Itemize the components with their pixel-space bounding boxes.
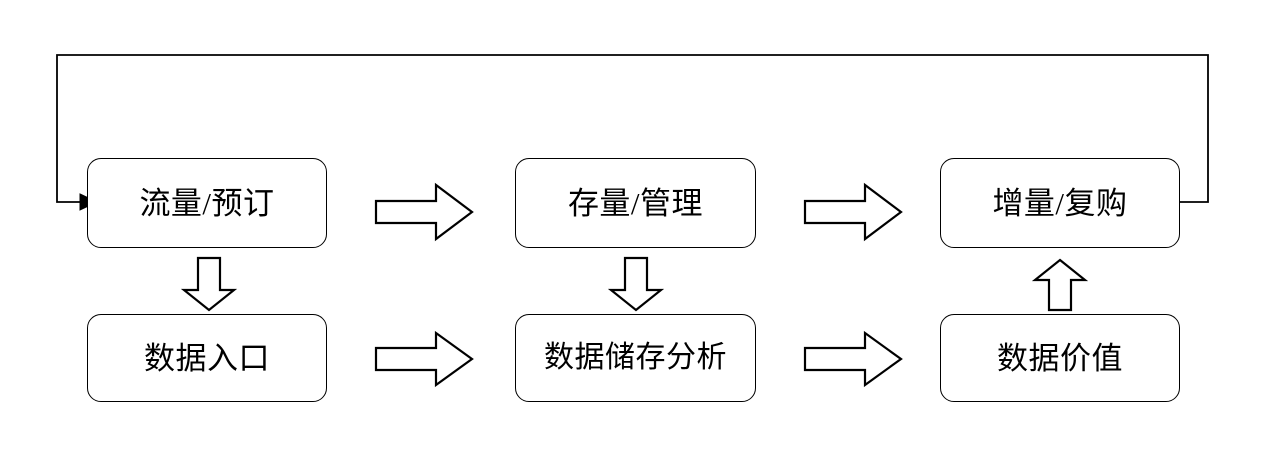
right-arrow-icon-entry-to-storage: [374, 330, 474, 388]
right-arrow-icon-stock-to-increment: [803, 182, 903, 242]
up-arrow-icon-value-to-increment: [1031, 258, 1089, 312]
node-label-data-value: 数据价值: [997, 340, 1123, 376]
node-label-data-storage-analysis: 数据储存分析: [544, 341, 727, 374]
node-stock-management[interactable]: 存量/管理: [515, 158, 756, 248]
node-increment-repurchase[interactable]: 增量/复购: [940, 158, 1180, 248]
node-traffic-booking[interactable]: 流量/预订: [87, 158, 327, 248]
down-arrow-icon-traffic-to-entry: [180, 256, 238, 312]
right-arrow-icon-traffic-to-stock: [374, 182, 474, 242]
node-label-increment-repurchase: 增量/复购: [992, 185, 1128, 221]
right-arrow-icon-storage-to-value: [803, 330, 903, 388]
node-label-stock-management: 存量/管理: [567, 185, 704, 221]
node-label-data-entry: 数据入口: [144, 340, 270, 376]
node-label-traffic-booking: 流量/预订: [139, 185, 275, 221]
node-data-entry[interactable]: 数据入口: [87, 314, 327, 402]
down-arrow-icon-stock-to-storage: [607, 256, 665, 312]
node-data-storage-analysis[interactable]: 数据储存分析: [515, 314, 756, 402]
node-data-value[interactable]: 数据价值: [940, 314, 1180, 402]
